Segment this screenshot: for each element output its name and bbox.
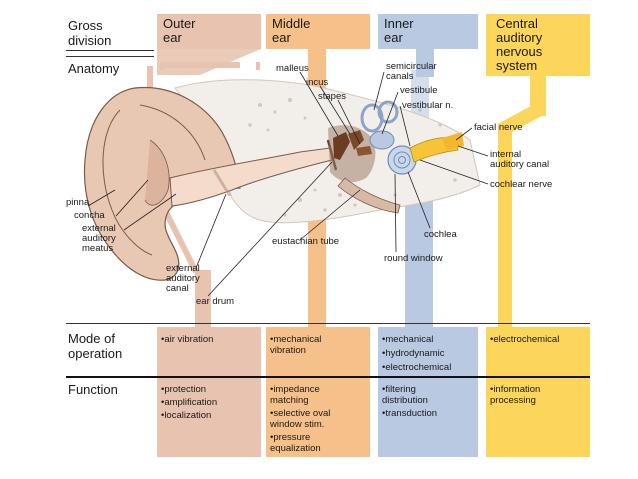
label-vestibular-n: vestibular n.: [402, 100, 454, 111]
row-label-function: Function: [68, 382, 118, 397]
label-round-window: round window: [384, 253, 443, 264]
mode-item: vibration: [270, 345, 306, 356]
column-title-inner-ear: Inner ear: [384, 16, 414, 45]
mode-cell-central: •electrochemical: [486, 330, 590, 345]
divider-function: [66, 376, 590, 378]
label-stapes: stapes: [318, 91, 346, 102]
label-malleus: malleus: [276, 63, 309, 74]
mode-item: •electrochemical: [490, 334, 560, 345]
label-incus: incus: [306, 77, 329, 88]
label-external-auditory-canal: external auditory canal: [166, 263, 200, 294]
middle-ear-function-band: [266, 327, 370, 457]
column-title-outer-ear: Outer ear: [163, 16, 196, 45]
mode-cell-inner-ear: •mechanical •hydrodynamic •electrochemic…: [378, 330, 478, 373]
function-item: distribution: [382, 395, 428, 406]
function-item: •protection: [161, 384, 207, 395]
mode-item: •electrochemical: [382, 362, 452, 373]
middle-ear-header-band: [266, 14, 370, 49]
function-item: window stim.: [270, 419, 325, 430]
divider-mode: [66, 323, 590, 324]
function-item: •filtering: [382, 384, 416, 395]
divider-anatomy: [66, 56, 154, 57]
function-cell-outer-ear: •protection •amplification •localization: [157, 380, 261, 421]
outer-ear-header-band: [157, 14, 261, 49]
central-function-band: [486, 327, 590, 457]
function-cell-central: •information processing: [486, 380, 590, 406]
column-title-middle-ear: Middle ear: [272, 16, 311, 45]
label-internal-auditory-canal: internal auditory canal: [490, 149, 550, 170]
label-cochlear-nerve: cochlear nerve: [490, 179, 553, 190]
mode-cell-middle-ear: •mechanical vibration: [266, 330, 370, 356]
label-semicircular-canals: semicircular canals: [386, 61, 437, 82]
function-cell-inner-ear: •filtering distribution •transduction: [378, 380, 478, 419]
function-item: processing: [490, 395, 536, 406]
function-item: •information: [490, 384, 541, 395]
function-item: •localization: [161, 410, 212, 421]
label-concha: concha: [74, 210, 105, 221]
function-item: •impedance: [270, 384, 320, 395]
mode-item: •mechanical: [382, 334, 434, 345]
row-label-gross-division: Gross division: [68, 18, 112, 48]
central-header-band: [486, 14, 590, 76]
outer-ear-function-band: [157, 327, 261, 457]
label-eustachian-tube: eustachian tube: [272, 236, 340, 247]
function-item: •transduction: [382, 408, 438, 419]
label-vestibule: vestibule: [400, 85, 438, 96]
label-pinna: pinna: [66, 197, 90, 208]
mode-item: •mechanical: [270, 334, 322, 345]
label-ear-drum: ear drum: [196, 296, 235, 307]
mode-item: •air vibration: [161, 334, 214, 345]
divider-top: [66, 50, 154, 51]
inner-ear-header-band: [378, 14, 478, 49]
label-facial-nerve: facial nerve: [474, 122, 523, 133]
function-cell-middle-ear: •impedance matching •selective oval wind…: [266, 380, 370, 454]
label-cochlea: cochlea: [424, 229, 457, 240]
function-item: equalization: [270, 443, 321, 454]
function-item: matching: [270, 395, 309, 406]
mode-item: •hydrodynamic: [382, 348, 445, 359]
label-external-auditory-meatus: external auditory meatus: [82, 223, 116, 254]
function-item: •pressure: [270, 432, 311, 443]
mode-cell-outer-ear: •air vibration: [157, 330, 261, 345]
row-label-mode: Mode of operation: [68, 331, 123, 361]
row-label-anatomy: Anatomy: [68, 61, 120, 76]
function-item: •amplification: [161, 397, 218, 408]
column-title-central: Central auditory nervous system: [496, 16, 543, 73]
function-item: •selective oval: [270, 408, 331, 419]
inner-ear-function-band: [378, 327, 478, 457]
